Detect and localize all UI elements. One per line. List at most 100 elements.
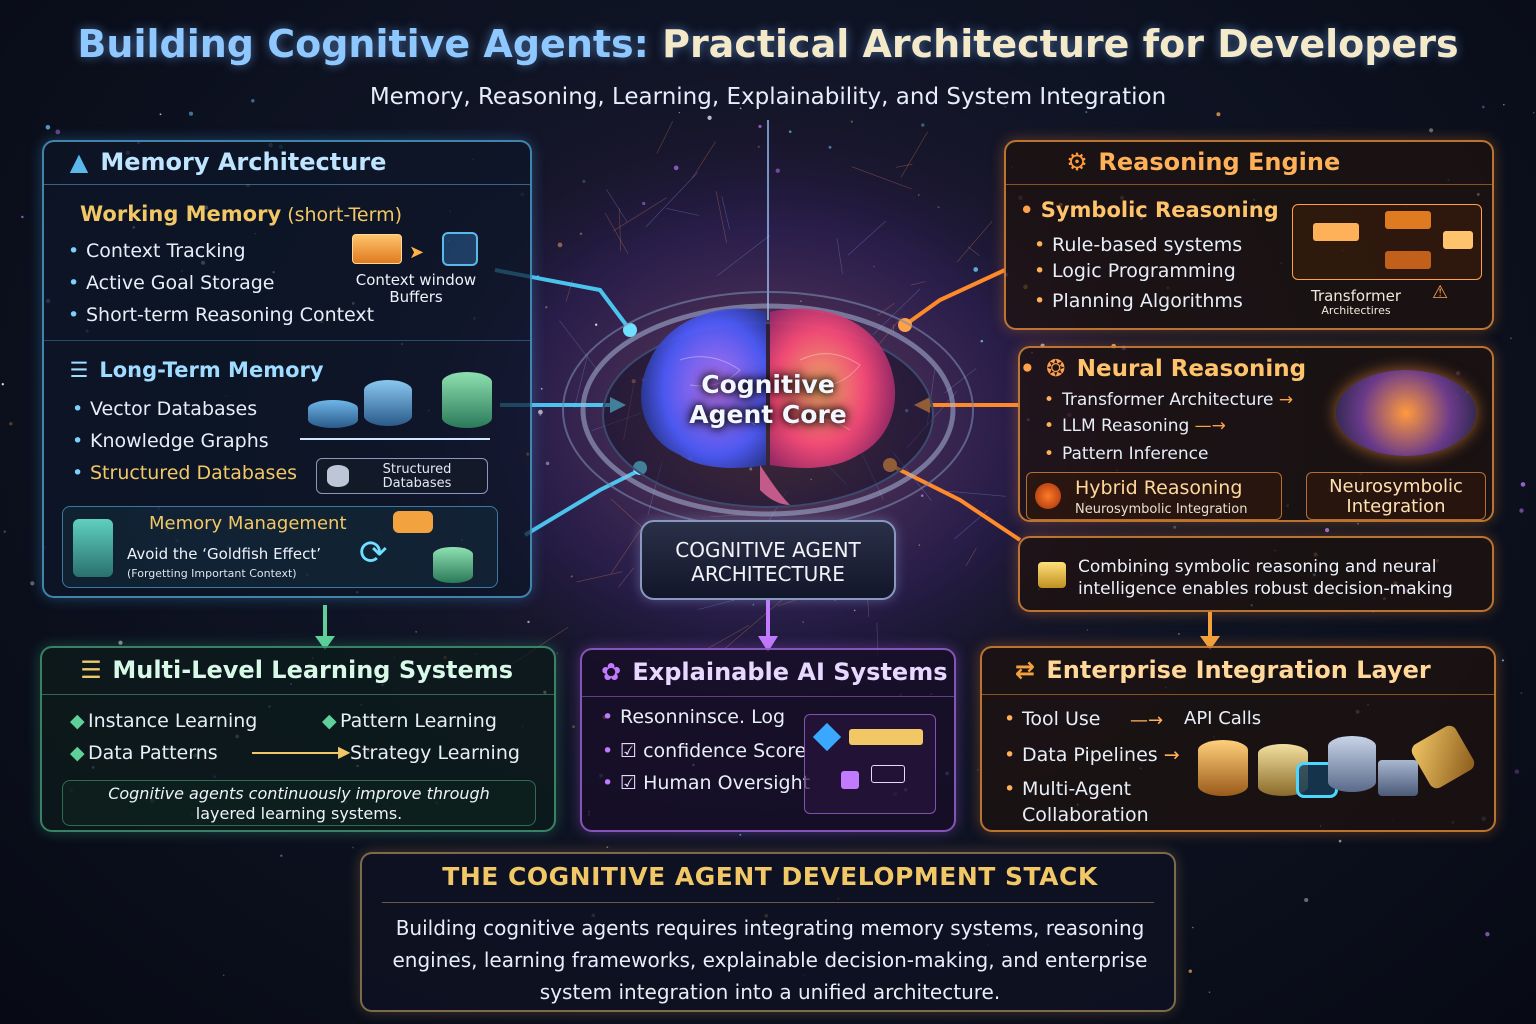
network-dot: [538, 409, 543, 415]
neural-item-label: Pattern Inference: [1062, 444, 1209, 464]
network-dot: [434, 98, 438, 102]
xai-dashboard-illustration: [804, 714, 936, 814]
enterprise-panel-header: ⇄ Enterprise Integration Layer: [1012, 656, 1431, 684]
network-dot: [904, 408, 909, 413]
enterprise-item: API Calls: [1184, 708, 1261, 729]
network-dot: [118, 640, 123, 645]
memory-panel-title: Memory Architecture: [100, 148, 387, 176]
sparkle-icon: ✿: [600, 658, 622, 686]
memory-management-box: Memory Management Avoid the ‘Goldfish Ef…: [62, 506, 498, 588]
network-dot: [853, 609, 856, 612]
network-link: [721, 196, 730, 230]
learning-header-divider: [42, 694, 554, 695]
network-dot: [1514, 769, 1520, 774]
neural-item: •Transformer Architecture →: [1044, 390, 1294, 410]
learning-note: Cognitive agents continuously improve th…: [63, 781, 535, 824]
network-dot: [1533, 112, 1535, 114]
memory-management-line2: (Forgetting Important Context): [127, 567, 297, 580]
network-dot: [707, 115, 712, 120]
working-memory-item-label: Active Goal Storage: [86, 272, 275, 294]
memory-panel-header: ▲ Memory Architecture: [66, 148, 387, 176]
network-dot: [800, 300, 802, 302]
page-title: Building Cognitive Agents: Practical Arc…: [0, 22, 1536, 66]
working-memory-title-suffix: (short-Term): [281, 204, 403, 226]
arrow-right-icon: ▶: [338, 742, 351, 761]
learning-item: ◆Data Patterns: [70, 742, 218, 764]
neural-item: •LLM Reasoning —→: [1044, 416, 1226, 436]
network-link: [618, 567, 634, 588]
network-dot: [739, 833, 742, 836]
network-dot: [572, 725, 575, 729]
checkbox-icon: ☑: [620, 772, 644, 794]
longterm-memory-header: ☰ Long-Term Memory: [66, 358, 324, 382]
network-dot: [678, 111, 681, 114]
database-cylinder-icon: [442, 372, 492, 428]
xai-item: •☑ confidence Score: [602, 740, 807, 762]
reasoning-note-line2: intelligence enables robust decision-mak…: [1078, 579, 1453, 600]
network-link: [896, 163, 913, 168]
network-dot: [873, 266, 875, 268]
network-dot: [1325, 528, 1330, 533]
stack-icon: ☰: [69, 358, 89, 382]
database-cylinder-icon: [308, 400, 358, 428]
structured-db-box: Structured Databases: [316, 458, 488, 494]
working-memory-title-main: Working Memory: [80, 202, 282, 226]
longterm-memory-item: •Knowledge Graphs: [72, 430, 269, 452]
refresh-cycle-icon: ⟳: [359, 533, 388, 573]
memory-header-divider: [44, 184, 530, 185]
network-dot: [527, 620, 530, 624]
learning-systems-panel: ☰ Multi-Level Learning Systems ◆Instance…: [40, 646, 556, 832]
network-dot: [1085, 111, 1088, 114]
network-dot: [579, 232, 583, 236]
enterprise-item: Collaboration: [1022, 804, 1149, 826]
core-label: Cognitive Agent Core: [668, 370, 868, 430]
structured-db-caption: Structured Databases: [357, 462, 477, 492]
longterm-memory-title: Long-Term Memory: [99, 358, 324, 382]
learning-item: ◆Instance Learning: [70, 710, 258, 732]
network-dot: [570, 575, 573, 578]
network-link: [717, 235, 771, 277]
flow-node: [1313, 223, 1359, 241]
enterprise-item: •Multi-Agent: [1004, 778, 1132, 800]
arrows-icon: ⇄: [1014, 656, 1036, 684]
neurosymbolic-box-line1: Neurosymbolic: [1329, 476, 1463, 497]
transformer-caption: Transformer Architectires: [1286, 287, 1426, 318]
network-link: [877, 303, 895, 316]
working-memory-title: Working Memory (short-Term): [80, 202, 402, 226]
neurosymbolic-box: Neurosymbolic Integration: [1306, 472, 1486, 520]
buffers-caption-line1: Context window: [355, 271, 477, 289]
enterprise-item-label: API Calls: [1184, 708, 1262, 729]
core-label-line2: Agent Core: [689, 400, 847, 429]
network-dot: [973, 267, 979, 272]
working-memory-item-label: Context Tracking: [86, 240, 246, 262]
neural-item-label: LLM Reasoning: [1062, 416, 1190, 436]
transformer-caption-line2: Architectires: [1321, 304, 1391, 318]
core-plate-line1: COGNITIVE AGENT: [675, 538, 861, 562]
network-dot: [1429, 128, 1434, 133]
working-memory-item: •Short-term Reasoning Context: [68, 304, 375, 326]
network-dot: [45, 125, 51, 130]
enterprise-integration-panel: ⇄ Enterprise Integration Layer •Tool Use…: [980, 646, 1496, 832]
network-dot: [280, 854, 283, 857]
xai-panel-header: ✿ Explainable AI Systems: [598, 658, 948, 686]
network-dot: [545, 306, 548, 309]
reasoning-engine-panel: ⚙ Reasoning Engine • Symbolic Reasoning …: [1004, 140, 1494, 330]
network-link: [576, 571, 623, 583]
enterprise-item-label: Multi-Agent: [1022, 778, 1132, 800]
layers-icon: ☰: [80, 656, 102, 684]
stack-description: Building cognitive agents requires integ…: [362, 912, 1178, 1008]
network-dot: [556, 652, 559, 655]
learning-panel-title: Multi-Level Learning Systems: [112, 656, 514, 684]
enterprise-item: •Tool Use: [1004, 708, 1101, 730]
arrow-line: [252, 752, 342, 754]
network-dot: [1208, 991, 1211, 994]
learning-item: Strategy Learning: [350, 742, 520, 764]
flowchart-illustration: [1292, 204, 1482, 280]
network-link: [851, 166, 912, 190]
symbolic-reasoning-title: • Symbolic Reasoning: [1020, 198, 1279, 222]
network-link: [692, 141, 716, 179]
network-dot: [352, 846, 354, 849]
enterprise-item-label: Tool Use: [1022, 708, 1101, 730]
neurosymbolic-box-line2: Integration: [1346, 495, 1446, 517]
structured-db-caption-line1: Structured: [382, 462, 452, 477]
